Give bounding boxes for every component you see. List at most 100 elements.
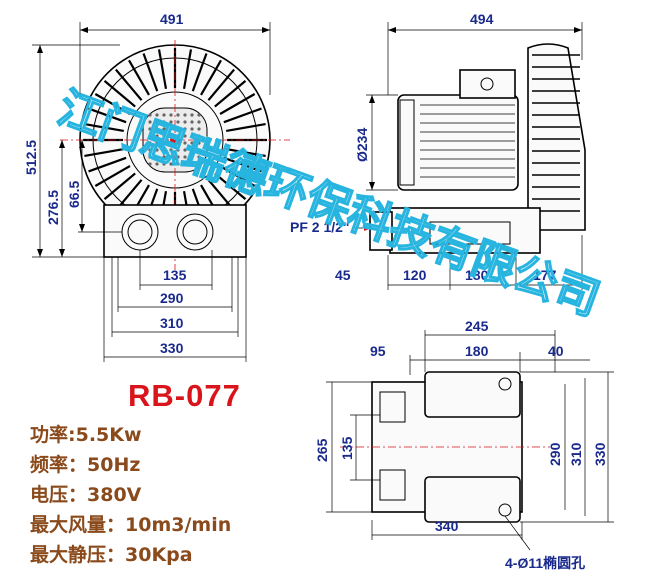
vent-hole (190, 127, 194, 131)
cooling-fin (115, 68, 143, 101)
vent-hole (197, 134, 201, 138)
dim-bv-180: 180 (465, 343, 489, 359)
bottom-view: 245 95 180 40 265 135 290 310 330 340 4-… (314, 318, 614, 571)
vent-hole (183, 141, 187, 145)
vent-hole (176, 120, 180, 124)
cooling-fin (223, 156, 262, 173)
cooling-fin (223, 107, 262, 124)
vent-hole (183, 113, 187, 117)
vent-hole (155, 141, 159, 145)
dim-330: 330 (160, 340, 184, 356)
side-view: 494 Ø234 PF 2 1/2" 45 120 180 17 (290, 11, 586, 290)
cooling-fin (142, 53, 159, 92)
vent-hole (176, 127, 180, 131)
spec-max-pressure: 最大静压：30Kpa (30, 544, 193, 566)
dim-bv-310: 310 (568, 442, 584, 466)
cooling-fin (128, 59, 150, 96)
dim-seg-45: 45 (335, 267, 351, 283)
vent-hole (176, 148, 180, 152)
cooling-fin (200, 59, 222, 96)
cooling-fin (94, 165, 131, 187)
cooling-fin (219, 165, 256, 187)
dim-290: 290 (160, 290, 184, 306)
vent-hole (155, 134, 159, 138)
vent-hole (176, 155, 180, 159)
spec-voltage: 电压：380V (30, 484, 142, 506)
cooling-fin (226, 122, 266, 133)
dim-bv-330: 330 (592, 442, 608, 466)
vent-hole (155, 113, 159, 117)
spec-power: 功率:5.5Kw (30, 424, 142, 446)
vent-hole (183, 127, 187, 131)
vent-hole (176, 113, 180, 117)
vent-hole (169, 113, 173, 117)
spec-frequency: 频率：50Hz (30, 454, 141, 476)
dim-height-512-5: 512.5 (23, 140, 39, 175)
vent-hole (148, 120, 152, 124)
cooling-fin (207, 68, 235, 101)
dim-bv-290: 290 (547, 442, 563, 466)
dim-seg-120: 120 (403, 267, 427, 283)
dim-bv-95: 95 (370, 343, 386, 359)
vent-hole (183, 120, 187, 124)
dim-center-276-5: 276.5 (45, 190, 61, 225)
vent-hole (190, 162, 194, 166)
vent-hole (148, 141, 152, 145)
vent-hole (197, 162, 201, 166)
vent-hole (148, 113, 152, 117)
dim-seg-177: 177 (533, 267, 557, 283)
dim-bv-135: 135 (339, 436, 355, 460)
vent-hole (197, 127, 201, 131)
dim-width-491: 491 (160, 11, 184, 27)
vent-hole (169, 127, 173, 131)
vent-hole (162, 162, 166, 166)
vent-hole (197, 148, 201, 152)
dim-seg-180: 180 (465, 267, 489, 283)
dim-motor-dia: Ø234 (354, 128, 370, 162)
vent-hole (148, 134, 152, 138)
motor-fins (420, 104, 515, 178)
vent-hole (162, 134, 166, 138)
port-label: PF 2 1/2" (290, 219, 350, 235)
vent-hole (148, 162, 152, 166)
cooling-fin (88, 156, 127, 173)
model-number: RB-077 (128, 378, 241, 413)
vent-hole (183, 155, 187, 159)
vent-hole (162, 127, 166, 131)
vent-hole (155, 120, 159, 124)
vent-hole (148, 155, 152, 159)
vent-hole (155, 162, 159, 166)
vent-hole (169, 120, 173, 124)
dim-bv-40: 40 (548, 343, 564, 359)
cooling-fin (103, 172, 136, 200)
vent-hole (162, 113, 166, 117)
vent-hole (183, 162, 187, 166)
spec-max-airflow: 最大风量：10m3/min (30, 514, 232, 536)
cooling-fin (84, 147, 124, 158)
vent-hole (183, 148, 187, 152)
vent-hole (162, 155, 166, 159)
vent-hole (197, 113, 201, 117)
vent-hole (162, 141, 166, 145)
cooling-fin (84, 122, 124, 133)
hole-note: 4-Ø11椭圆孔 (505, 555, 585, 571)
vent-hole (148, 127, 152, 131)
vent-hole (155, 148, 159, 152)
vent-hole (197, 141, 201, 145)
vent-hole (190, 120, 194, 124)
front-view: 491 512.5 276.5 66.5 (23, 11, 290, 362)
dim-bv-265: 265 (314, 438, 330, 462)
vent-hole (190, 148, 194, 152)
vent-hole (197, 120, 201, 124)
cooling-fin (226, 147, 266, 158)
vent-hole (162, 148, 166, 152)
vent-hole (155, 155, 159, 159)
vent-hole (162, 120, 166, 124)
dim-135: 135 (163, 267, 187, 283)
vent-hole (155, 127, 159, 131)
cooling-fin (214, 172, 247, 200)
vent-hole (190, 134, 194, 138)
dim-outlet-66-5: 66.5 (66, 181, 82, 208)
cooling-fin (182, 49, 193, 89)
